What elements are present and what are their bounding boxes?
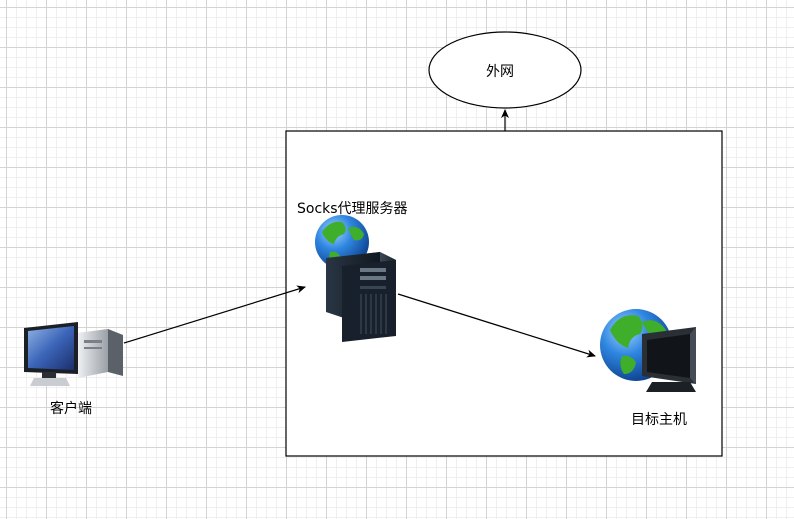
- proxy-server-tower: [326, 252, 396, 342]
- edge-client-to-proxy: [123, 285, 306, 344]
- desktop-computer-icon[interactable]: [24, 322, 123, 386]
- client-label: 客户端: [50, 401, 92, 417]
- internet-node-ellipse[interactable]: [428, 31, 582, 109]
- target-monitor: [642, 327, 696, 392]
- target-host-label: 目标主机: [631, 412, 687, 428]
- edge-proxy-to-target: [397, 293, 596, 358]
- proxy-server-label: Socks代理服务器: [297, 201, 408, 217]
- server-with-globe-icon[interactable]: [315, 215, 396, 342]
- client-monitor: [24, 322, 78, 386]
- internet-label: 外网: [486, 64, 514, 80]
- monitor-with-globe-icon[interactable]: [600, 309, 696, 392]
- client-tower: [78, 329, 123, 378]
